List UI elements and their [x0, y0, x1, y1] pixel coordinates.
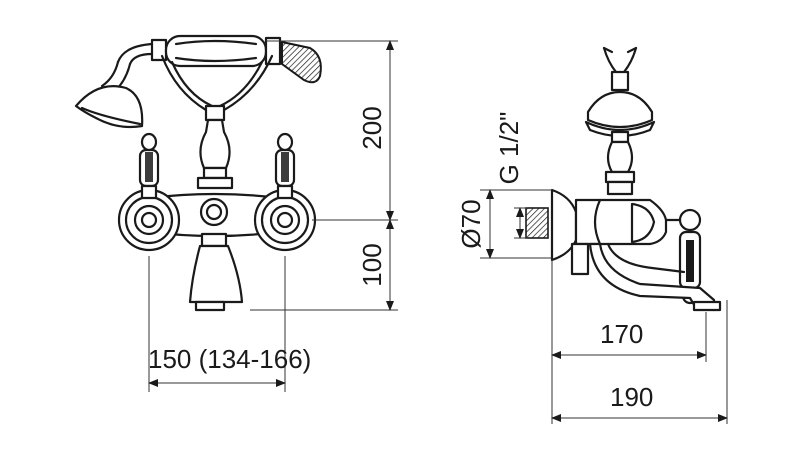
dimension-label-diameter: Ø70 — [456, 199, 486, 248]
width-dimension: 150 (134-166) — [148, 256, 311, 392]
height-dimension: 200 100 — [250, 40, 398, 311]
front-view: 200 100 150 (134-166) — [74, 34, 398, 392]
handset-handle-icon — [164, 34, 322, 84]
diameter-dimension: Ø70 — [456, 189, 552, 259]
thread-dimension: G 1/2" — [494, 112, 528, 239]
dimension-label-170: 170 — [600, 319, 643, 349]
depth-dimension: 170 190 — [551, 260, 728, 424]
dimension-label-200: 200 — [357, 106, 387, 149]
diverter-knob-icon — [199, 197, 229, 227]
right-handle-icon — [253, 132, 317, 252]
wall-connection-icon — [525, 188, 578, 262]
handset-cradle-icon — [160, 54, 274, 122]
center-column-icon — [196, 118, 234, 190]
dimension-label-190: 190 — [610, 382, 653, 412]
side-column-icon — [604, 140, 636, 196]
dimension-label-thread: G 1/2" — [494, 112, 524, 185]
shower-head-side-icon — [584, 46, 656, 144]
side-view: Ø70 G 1/2" 170 190 — [456, 46, 728, 424]
spout-front-icon — [188, 232, 244, 312]
side-body-icon — [570, 198, 668, 276]
spout-side-icon — [588, 242, 722, 312]
side-lever-icon — [664, 208, 702, 305]
dimension-label-150: 150 (134-166) — [148, 344, 311, 374]
shower-head-icon — [74, 38, 168, 129]
dimension-label-100: 100 — [357, 243, 387, 286]
left-handle-icon — [117, 132, 181, 252]
